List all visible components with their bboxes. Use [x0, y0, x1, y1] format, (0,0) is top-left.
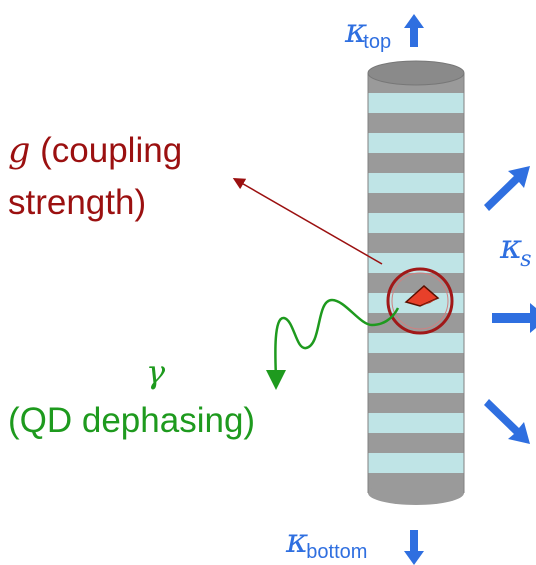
cavity-ring	[386, 267, 454, 335]
pillar-layer	[368, 393, 464, 414]
coupling-text-line2: strength)	[8, 183, 146, 222]
kappa-bottom-label: κbottom	[285, 521, 367, 563]
pillar-base	[368, 481, 464, 505]
coupling-label: g (coupling	[8, 131, 182, 171]
cavity-ring-inner	[391, 272, 449, 330]
quantum-dot-facet	[420, 298, 438, 306]
pillar-layer	[368, 153, 464, 174]
pillar-layer	[368, 233, 464, 254]
kappa-side-arrow-down-icon	[484, 399, 530, 444]
pillar-layers	[367, 73, 465, 505]
pillar-layer	[368, 333, 464, 354]
coupling-arrow	[232, 178, 383, 265]
kappa-side-arrow-up-icon	[484, 166, 530, 211]
pillar-layer	[368, 353, 464, 374]
pillar-layer	[368, 253, 464, 274]
pillar-layer	[368, 213, 464, 234]
coupling-text-line1: (coupling	[30, 131, 182, 170]
kappa-bottom-symbol: κ	[285, 521, 308, 561]
pillar-layer	[368, 373, 464, 394]
dephasing-symbol: γ	[146, 353, 166, 391]
pillar-layer	[368, 133, 464, 154]
coupling-symbol: g	[8, 131, 30, 171]
kappa-bottom-arrow-icon	[404, 530, 424, 565]
kappa-side-symbol: κ	[499, 227, 522, 267]
dephasing-wavy-arrow	[265, 298, 400, 390]
pillar-layer	[368, 453, 464, 474]
pillar-layer	[368, 113, 464, 134]
kappa-side-label: κs	[499, 227, 532, 272]
pillar-layer	[368, 413, 464, 434]
pillar-layer	[368, 93, 464, 114]
pillar-top-cap	[367, 60, 465, 86]
dephasing-text: (QD dephasing)	[8, 401, 255, 440]
kappa-bottom-sub: bottom	[306, 541, 367, 563]
pillar-layer	[368, 193, 464, 214]
pillar-layer	[368, 433, 464, 454]
kappa-top-symbol: κ	[344, 11, 367, 51]
kappa-top-label: κtop	[344, 11, 391, 53]
kappa-side-arrow-mid-icon	[492, 303, 536, 333]
kappa-top-sub: top	[363, 31, 391, 53]
kappa-side-sub: s	[520, 247, 531, 272]
pillar-layer	[368, 173, 464, 194]
kappa-top-arrow-icon	[404, 14, 424, 47]
